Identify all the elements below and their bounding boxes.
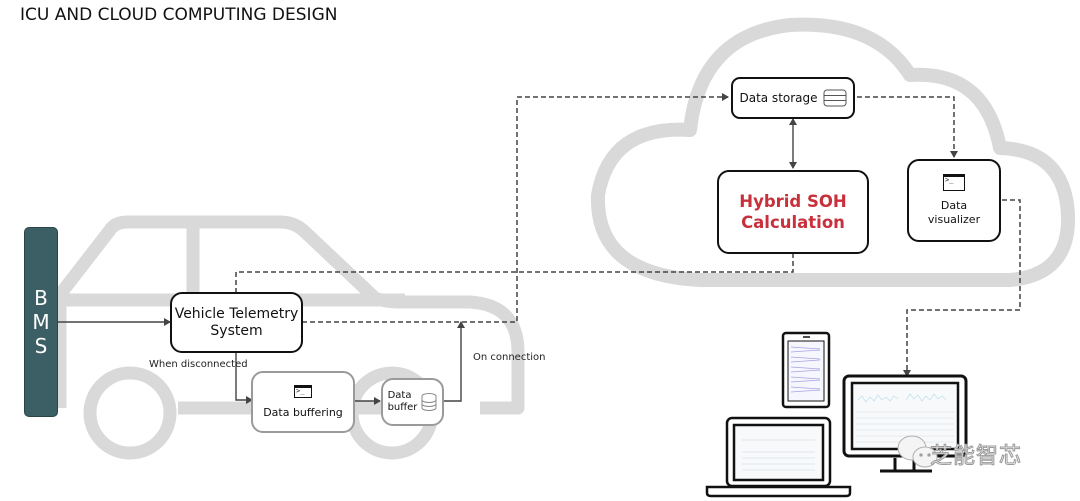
hybrid-soh-box[interactable]: Hybrid SOH Calculation bbox=[717, 170, 869, 254]
wechat-icon bbox=[897, 435, 938, 468]
on-connection-label: On connection bbox=[473, 352, 546, 363]
database-icon bbox=[421, 393, 437, 411]
data-visualizer-box[interactable]: Data visualizer bbox=[907, 159, 1001, 242]
data-buffer-line1: Data bbox=[387, 390, 412, 401]
telemetry-line1: Vehicle Telemetry bbox=[174, 305, 299, 322]
data-buffering-box[interactable]: Data buffering bbox=[251, 371, 355, 433]
soh-line2: Calculation bbox=[741, 213, 845, 232]
storage-to-visualizer-dashed bbox=[857, 96, 958, 158]
data-buffer-line2: buffer bbox=[387, 402, 418, 413]
visualizer-line1: Data bbox=[940, 199, 968, 212]
data-buffering-label: Data buffering bbox=[263, 406, 343, 419]
visualizer-to-monitor-dashed bbox=[903, 199, 1021, 377]
data-storage-label: Data storage bbox=[739, 91, 818, 105]
cloud-outline bbox=[590, 17, 1076, 287]
page-title: ICU AND CLOUD COMPUTING DESIGN bbox=[20, 5, 338, 25]
vehicle-telemetry-box[interactable]: Vehicle Telemetry System bbox=[170, 292, 303, 353]
bms-letter: S bbox=[34, 334, 48, 358]
terminal-icon bbox=[943, 174, 965, 191]
terminal-icon bbox=[294, 385, 312, 398]
telemetry-to-storage-dashed bbox=[302, 93, 729, 323]
telemetry-line2: System bbox=[210, 322, 263, 339]
connectors bbox=[58, 118, 797, 405]
laptop-device bbox=[705, 416, 852, 498]
data-buffer-box[interactable]: Data buffer bbox=[381, 378, 444, 426]
soh-to-telemetry-dashed bbox=[235, 253, 794, 292]
database-icon bbox=[823, 89, 847, 107]
watermark-text: 芝能智芯 bbox=[929, 444, 1023, 470]
tablet-device bbox=[781, 331, 831, 409]
when-disconnected-label: When disconnected bbox=[149, 359, 248, 370]
buffer-to-connection-arrow bbox=[443, 321, 465, 402]
telemetry-to-buffering-arrow bbox=[235, 352, 253, 404]
data-storage-box[interactable]: Data storage bbox=[731, 77, 855, 119]
car-wheel-front bbox=[83, 366, 177, 460]
bms-block[interactable]: B M S bbox=[24, 227, 58, 417]
visualizer-line2: visualizer bbox=[927, 213, 981, 226]
bms-letter: M bbox=[32, 310, 50, 334]
dashed-connectors bbox=[235, 93, 1021, 377]
bms-letter: B bbox=[34, 286, 48, 310]
soh-line1: Hybrid SOH bbox=[739, 192, 847, 211]
